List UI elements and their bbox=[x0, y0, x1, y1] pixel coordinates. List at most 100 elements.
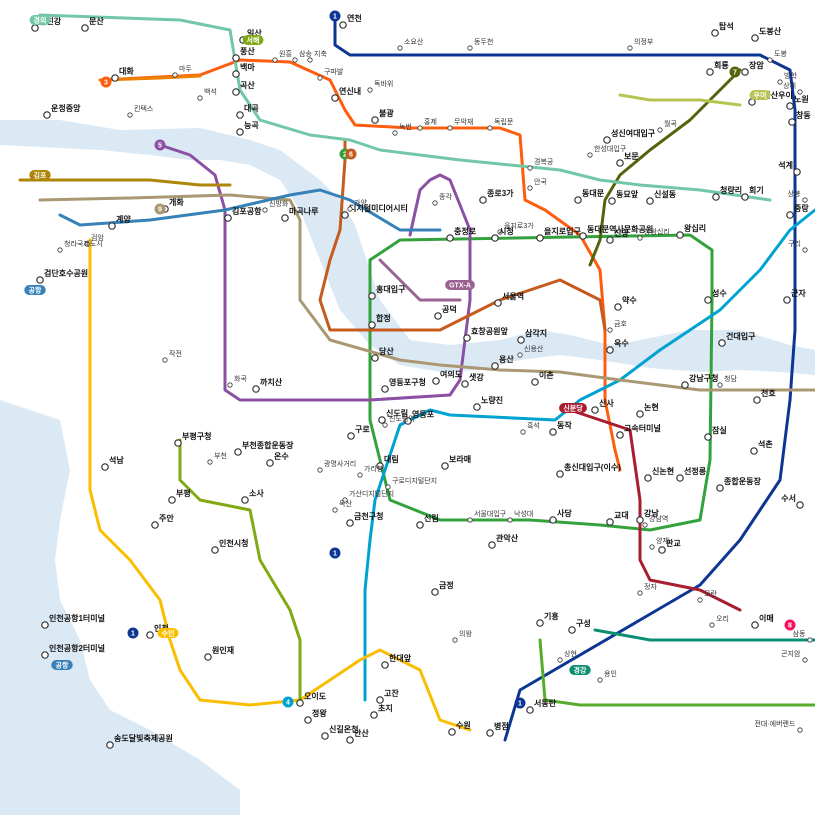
station[interactable]: 대화 bbox=[111, 66, 135, 82]
station-marker[interactable] bbox=[797, 89, 803, 95]
station-marker[interactable] bbox=[796, 501, 804, 509]
station[interactable]: 구로 bbox=[347, 425, 371, 440]
station[interactable]: 강남 bbox=[636, 508, 660, 524]
station-marker[interactable] bbox=[706, 68, 714, 76]
station-marker[interactable] bbox=[657, 127, 663, 133]
station-marker[interactable] bbox=[753, 396, 761, 404]
station-marker[interactable] bbox=[127, 112, 133, 118]
station[interactable]: 능곡 bbox=[236, 120, 260, 136]
station[interactable]: 영등포구청 bbox=[381, 377, 426, 393]
station[interactable]: 효창공원앞 bbox=[463, 326, 509, 342]
station[interactable]: 신사 bbox=[591, 398, 615, 414]
station-marker[interactable] bbox=[741, 193, 749, 201]
station-marker[interactable] bbox=[448, 728, 456, 736]
station-marker[interactable] bbox=[517, 336, 525, 344]
station[interactable]: 가리봉 bbox=[357, 464, 384, 478]
station[interactable]: 신길온천 bbox=[321, 724, 359, 740]
station[interactable]: 이매 bbox=[751, 613, 774, 629]
station-marker[interactable] bbox=[788, 118, 796, 126]
station-marker[interactable] bbox=[527, 165, 533, 171]
station[interactable]: 백마 bbox=[232, 62, 256, 78]
station-marker[interactable] bbox=[416, 521, 424, 529]
station[interactable]: 신도림 bbox=[378, 408, 408, 424]
station[interactable]: 왕십리 bbox=[676, 223, 706, 239]
station-marker[interactable] bbox=[606, 346, 614, 354]
station-marker[interactable] bbox=[549, 516, 557, 524]
station-marker[interactable] bbox=[431, 588, 439, 596]
station-marker[interactable] bbox=[346, 519, 354, 527]
station-marker[interactable] bbox=[370, 711, 378, 719]
station[interactable]: 홍대입구 bbox=[368, 284, 406, 300]
station-marker[interactable] bbox=[786, 102, 794, 110]
station-marker[interactable] bbox=[43, 111, 51, 119]
station-marker[interactable] bbox=[452, 637, 458, 643]
station[interactable]: 병점 bbox=[486, 721, 509, 737]
station[interactable]: 원흥 bbox=[272, 49, 293, 63]
station-marker[interactable] bbox=[704, 433, 712, 441]
station-marker[interactable] bbox=[376, 696, 384, 704]
station-marker[interactable] bbox=[767, 57, 773, 63]
station[interactable]: 소요산 bbox=[397, 37, 424, 51]
station[interactable]: 군자 bbox=[783, 288, 807, 304]
station[interactable]: 의왕 bbox=[452, 629, 473, 643]
station-marker[interactable] bbox=[711, 29, 719, 37]
station[interactable]: 동묘앞 bbox=[608, 189, 639, 205]
station-marker[interactable] bbox=[718, 339, 726, 347]
station[interactable]: 상봉 bbox=[788, 189, 808, 203]
station[interactable]: 월곡 bbox=[657, 119, 678, 133]
station[interactable]: 홍제 bbox=[417, 117, 437, 131]
station[interactable]: 청량리 bbox=[712, 185, 742, 201]
station[interactable]: 오이도 bbox=[296, 691, 327, 707]
station-marker[interactable] bbox=[232, 54, 240, 62]
station-marker[interactable] bbox=[204, 653, 212, 661]
station-marker[interactable] bbox=[681, 381, 689, 389]
station[interactable]: 구성 bbox=[568, 618, 591, 634]
station-marker[interactable] bbox=[527, 185, 533, 191]
station-marker[interactable] bbox=[101, 463, 109, 471]
station[interactable]: 탑석 bbox=[711, 21, 734, 37]
station-marker[interactable] bbox=[597, 677, 603, 683]
station[interactable]: 도봉산 bbox=[751, 26, 782, 42]
station[interactable]: 지축 bbox=[307, 49, 328, 63]
station[interactable]: 신설동 bbox=[646, 189, 677, 205]
station-marker[interactable] bbox=[712, 193, 720, 201]
station-marker[interactable] bbox=[211, 546, 219, 554]
station[interactable]: 영등포 bbox=[404, 409, 435, 425]
station[interactable]: 불광 bbox=[371, 108, 395, 124]
station[interactable]: 금호 bbox=[607, 320, 628, 333]
station-marker[interactable] bbox=[174, 439, 182, 447]
station-marker[interactable] bbox=[36, 276, 44, 284]
station[interactable]: 오리 bbox=[709, 614, 729, 628]
station-marker[interactable] bbox=[252, 385, 260, 393]
station-marker[interactable] bbox=[224, 214, 232, 222]
station-marker[interactable] bbox=[381, 385, 389, 393]
station-marker[interactable] bbox=[234, 448, 242, 456]
station[interactable]: 방학 bbox=[777, 71, 798, 85]
station[interactable]: 동대문 bbox=[574, 188, 605, 204]
station[interactable]: 상왕십리 bbox=[637, 227, 670, 241]
station-marker[interactable] bbox=[579, 232, 587, 240]
station-marker[interactable] bbox=[266, 459, 274, 467]
station[interactable]: 신논현 bbox=[644, 466, 674, 482]
station[interactable]: 가산디지털단지 bbox=[342, 489, 394, 503]
station-marker[interactable] bbox=[636, 516, 644, 524]
station-marker[interactable] bbox=[332, 507, 338, 513]
station-marker[interactable] bbox=[488, 541, 496, 549]
station-marker[interactable] bbox=[467, 45, 473, 51]
station[interactable]: 시청 bbox=[491, 226, 514, 242]
station-marker[interactable] bbox=[207, 459, 213, 465]
station-marker[interactable] bbox=[587, 152, 593, 158]
station[interactable]: 문산 bbox=[81, 16, 105, 32]
station[interactable]: 용인 bbox=[597, 669, 617, 683]
station[interactable]: 수원 bbox=[448, 720, 471, 736]
station[interactable]: 강남구청 bbox=[681, 373, 719, 389]
station-marker[interactable] bbox=[262, 207, 268, 213]
station[interactable]: 건대입구 bbox=[718, 331, 756, 347]
station-marker[interactable] bbox=[802, 197, 808, 203]
station-marker[interactable] bbox=[473, 403, 481, 411]
station[interactable]: 성수 bbox=[704, 288, 728, 304]
station-marker[interactable] bbox=[321, 732, 329, 740]
station[interactable]: 부평 bbox=[168, 488, 191, 504]
station[interactable]: 정왕 bbox=[304, 708, 328, 724]
station-marker[interactable] bbox=[111, 74, 119, 82]
